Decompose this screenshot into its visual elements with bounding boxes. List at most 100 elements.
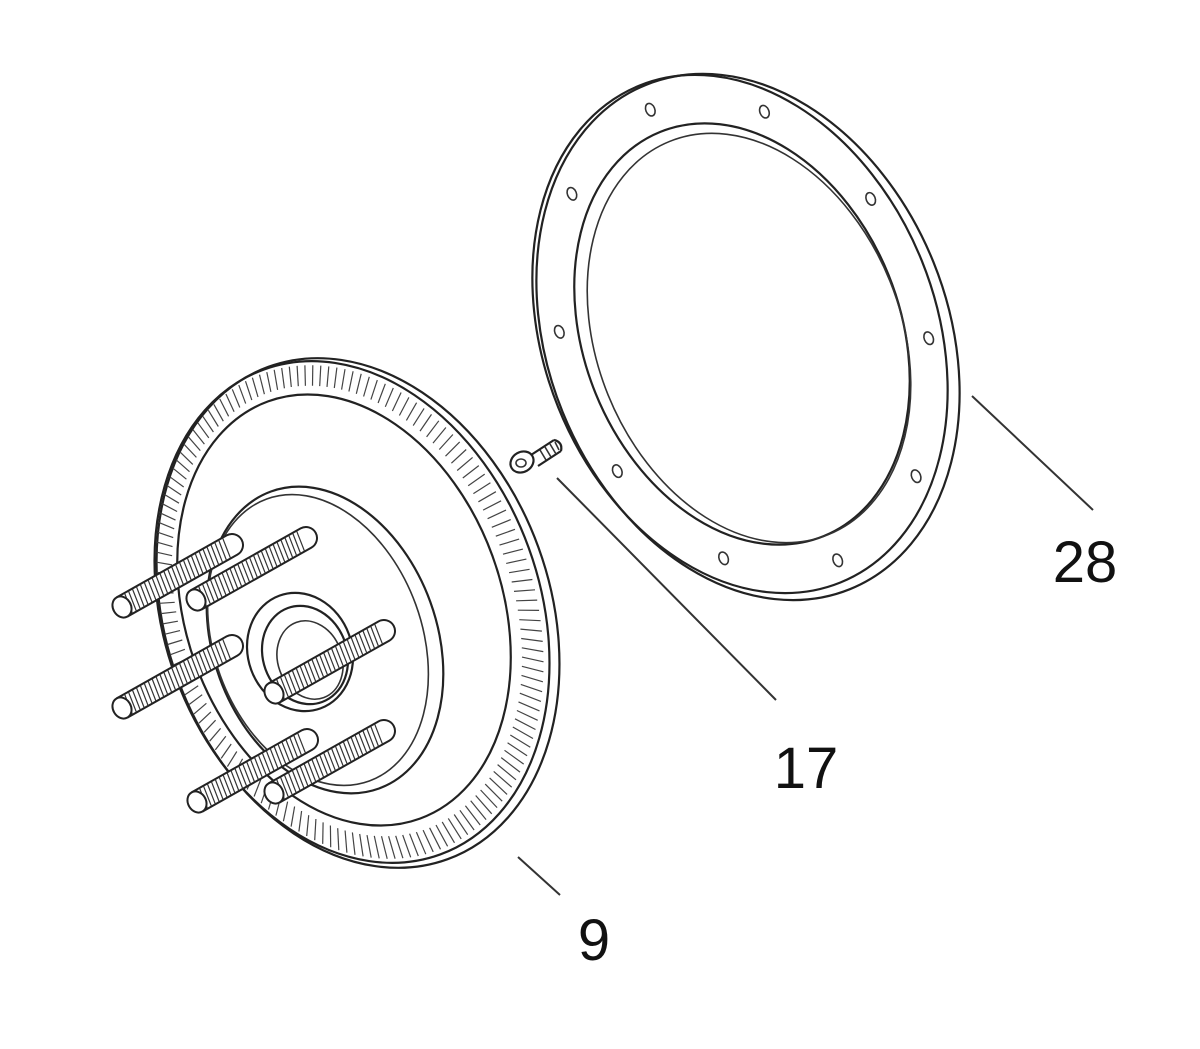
tone-tooth <box>290 806 296 827</box>
tone-tooth <box>426 420 440 438</box>
tone-tooth <box>519 692 542 702</box>
tone-tooth <box>304 365 306 386</box>
tone-tooth <box>266 371 272 393</box>
tone-tooth <box>475 795 493 815</box>
tone-tooth <box>456 456 473 471</box>
tone-tooth <box>209 728 222 742</box>
tone-tooth <box>409 833 419 857</box>
tone-tooth <box>244 381 253 401</box>
tone-tooth <box>253 778 262 797</box>
tone-tooth <box>162 503 178 513</box>
leader-line-28 <box>971 395 1094 511</box>
tone-tooth <box>337 828 340 851</box>
tone-tooth <box>509 734 531 748</box>
tone-tooth <box>169 476 185 488</box>
tone-tooth <box>333 367 338 389</box>
bolt-hole <box>832 553 844 568</box>
tone-tooth <box>506 558 527 564</box>
bolt-hole <box>611 464 623 479</box>
wheel-stud <box>111 634 244 720</box>
wheel-stud <box>111 533 244 619</box>
tone-tooth <box>462 465 480 479</box>
tone-tooth <box>464 805 481 826</box>
tone-tooth <box>395 835 404 859</box>
bolt-hole <box>865 191 877 206</box>
tone-tooth <box>388 836 396 859</box>
tone-tooth <box>192 429 205 445</box>
bolt-hole <box>553 324 565 339</box>
bolt-hole <box>910 469 922 484</box>
tone-tooth <box>220 743 232 759</box>
tone-tooth <box>513 589 536 592</box>
tone-tooth <box>391 392 402 412</box>
tone-tooth <box>251 377 259 398</box>
tone-tooth <box>157 531 174 539</box>
tone-tooth <box>314 818 317 841</box>
tone-tooth <box>341 369 346 390</box>
tone-tooth <box>511 578 533 583</box>
tone-tooth <box>405 402 418 421</box>
leader-line-17 <box>556 477 777 701</box>
tone-tooth <box>213 404 224 422</box>
tone-tooth <box>156 541 173 548</box>
tone-tooth <box>326 366 330 387</box>
tone-tooth <box>502 548 524 555</box>
tone-tooth <box>512 726 534 740</box>
tone-tooth <box>432 427 447 444</box>
tone-tooth <box>188 694 203 705</box>
tone-tooth <box>359 833 364 857</box>
tone-tooth <box>380 836 388 859</box>
part-17-screw[interactable] <box>507 438 563 477</box>
tone-tooth <box>489 777 508 795</box>
tone-tooth <box>520 628 542 632</box>
tone-tooth <box>487 509 507 520</box>
wheel-stud <box>263 719 396 805</box>
tone-tooth <box>521 637 543 642</box>
tone-tooth <box>197 422 210 439</box>
tone-tooth <box>202 416 214 433</box>
tone-tooth <box>226 751 238 767</box>
tone-tooth <box>172 467 187 480</box>
tone-tooth <box>480 789 498 809</box>
tone-tooth <box>398 397 410 416</box>
tone-tooth <box>467 473 486 487</box>
wheel-stud <box>263 619 396 705</box>
bolt-hole <box>758 104 771 119</box>
callout-label-9: 9 <box>578 908 610 973</box>
tone-tooth <box>516 709 538 721</box>
tone-tooth <box>355 373 362 394</box>
tone-tooth <box>507 742 528 757</box>
part-9-hub-assembly[interactable] <box>87 301 628 925</box>
callout-label-17: 17 <box>774 736 839 801</box>
tone-tooth <box>219 398 230 417</box>
tone-tooth <box>170 648 186 656</box>
tone-tooth <box>319 365 322 387</box>
bolt-hole <box>923 331 935 346</box>
ring-bolt-holes <box>553 102 935 568</box>
bolt-hole <box>644 102 656 117</box>
tone-tooth <box>162 620 179 625</box>
wheel-stud <box>185 526 318 612</box>
tone-tooth <box>203 719 217 733</box>
tone-tooth <box>175 459 190 473</box>
tone-tooth <box>384 387 394 408</box>
tone-tooth <box>419 414 432 432</box>
wheel-studs <box>111 526 396 814</box>
part-28-gasket-ring[interactable] <box>458 10 1035 664</box>
tone-tooth <box>497 764 517 781</box>
tone-tooth <box>478 491 497 503</box>
tone-tooth <box>296 365 299 387</box>
tone-tooth <box>366 834 372 858</box>
tone-tooth <box>348 371 354 392</box>
tone-tooth <box>164 630 181 635</box>
tone-tooth <box>198 711 212 724</box>
tone-tooth <box>509 568 530 574</box>
tone-tooth <box>373 835 380 859</box>
tone-tooth <box>445 441 461 457</box>
tone-tooth <box>470 800 487 820</box>
tone-tooth <box>441 821 456 844</box>
tone-tooth <box>184 685 199 696</box>
tone-tooth <box>518 701 540 712</box>
tone-tooth <box>473 482 491 495</box>
